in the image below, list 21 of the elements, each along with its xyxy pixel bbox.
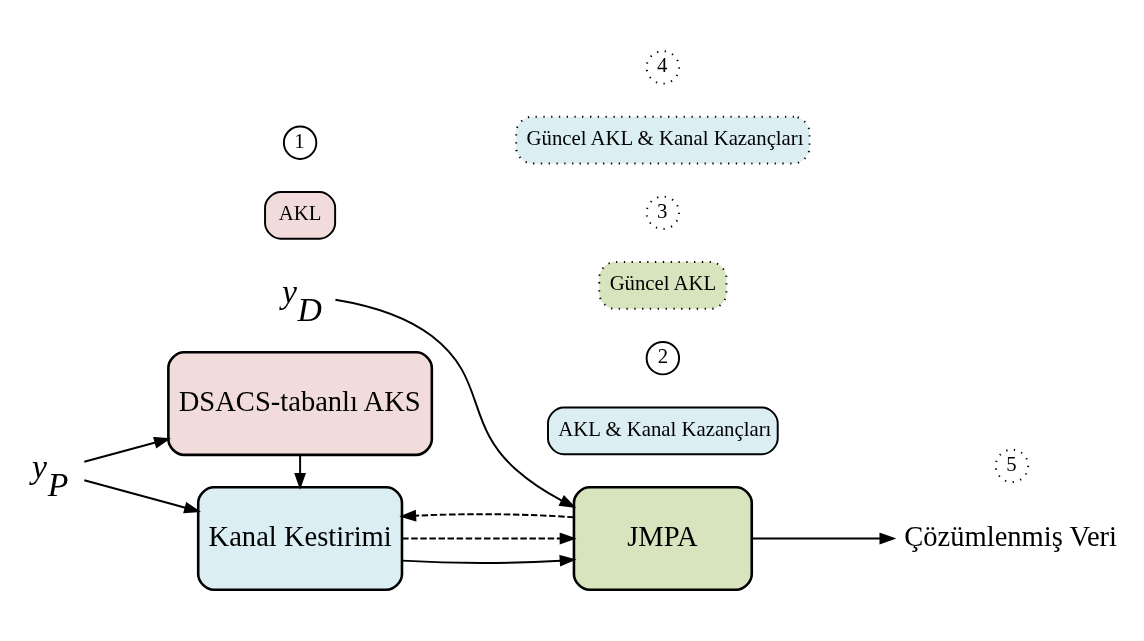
node-box: AKL & Kanal Kazançları xyxy=(547,406,779,456)
node-circle: 4 xyxy=(645,50,681,85)
node-box: Kanal Kestirimi xyxy=(196,485,404,592)
arrow xyxy=(399,509,575,522)
node-circle: 3 xyxy=(645,195,681,230)
node-text: Çözümlenmiş Veri xyxy=(904,520,1118,552)
arrow xyxy=(334,298,577,509)
node-circle: 2 xyxy=(645,340,681,376)
node-box: Güncel AKL xyxy=(598,261,728,310)
node-circle: 5 xyxy=(994,448,1030,484)
node-box: JMPA xyxy=(572,485,754,592)
arrow xyxy=(401,532,577,545)
arrow xyxy=(751,532,897,545)
node-box: DSACS-tabanlı AKS xyxy=(167,351,434,457)
arrow xyxy=(83,437,171,463)
arrow xyxy=(401,554,577,567)
arrow xyxy=(294,454,306,490)
arrow xyxy=(83,479,201,514)
node-box: AKL xyxy=(264,191,337,240)
node-circle: 1 xyxy=(282,125,318,160)
node-box: Güncel AKL & Kanal Kazançları xyxy=(515,115,811,165)
